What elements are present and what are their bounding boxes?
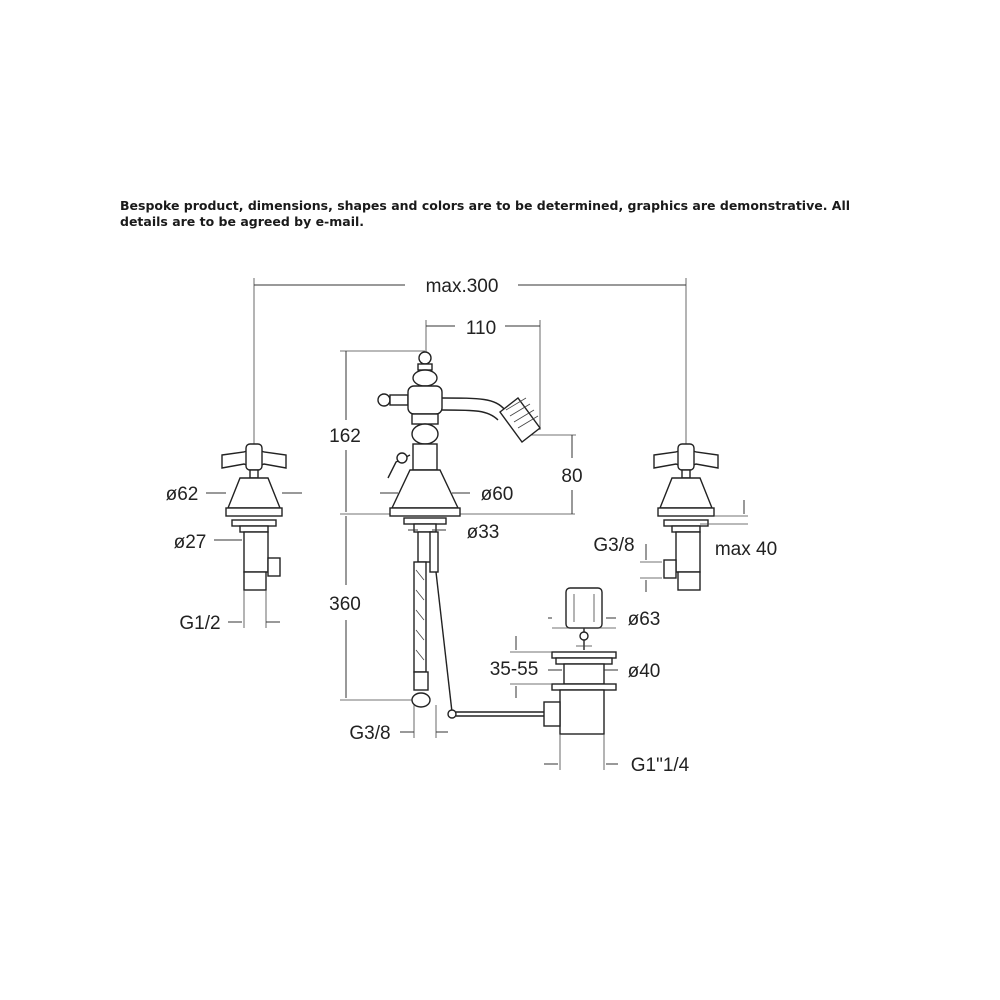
mixer-base-diameter-label: ø60 — [481, 484, 514, 505]
waste-connection-label: G1"1/4 — [631, 755, 690, 776]
waste-body-diameter-label: ø40 — [628, 661, 661, 682]
overall-width-dimension — [253, 278, 687, 445]
left-connection-label: G1/2 — [179, 613, 220, 634]
right-valve — [653, 443, 719, 591]
mixer-height-label: 162 — [329, 426, 361, 447]
right-connection-label: G3/8 — [593, 535, 634, 556]
hose-length-label: 360 — [329, 594, 361, 615]
spout-height-dimension — [530, 434, 576, 514]
spout-reach-dimension — [425, 320, 541, 430]
spout-reach-label: 110 — [466, 318, 496, 339]
waste-range-label: 35-55 — [490, 659, 539, 680]
waste-assembly — [543, 587, 617, 735]
center-mixer — [377, 351, 548, 719]
spout-height-label: 80 — [561, 466, 582, 487]
waste-top-diameter-label: ø63 — [628, 609, 661, 630]
overall-width-label: max.300 — [426, 276, 499, 297]
right-max-thickness-label: max 40 — [715, 539, 777, 560]
hose-connection-label: G3/8 — [349, 723, 390, 744]
left-valve — [221, 443, 287, 628]
hose-length-dimension — [340, 516, 420, 701]
mixer-shank-diameter-label: ø33 — [467, 522, 500, 543]
left-handle-diameter-label: ø62 — [166, 484, 199, 505]
disclaimer-note: Bespoke product, dimensions, shapes and … — [120, 198, 851, 229]
left-shank-diameter-label: ø27 — [174, 532, 207, 553]
